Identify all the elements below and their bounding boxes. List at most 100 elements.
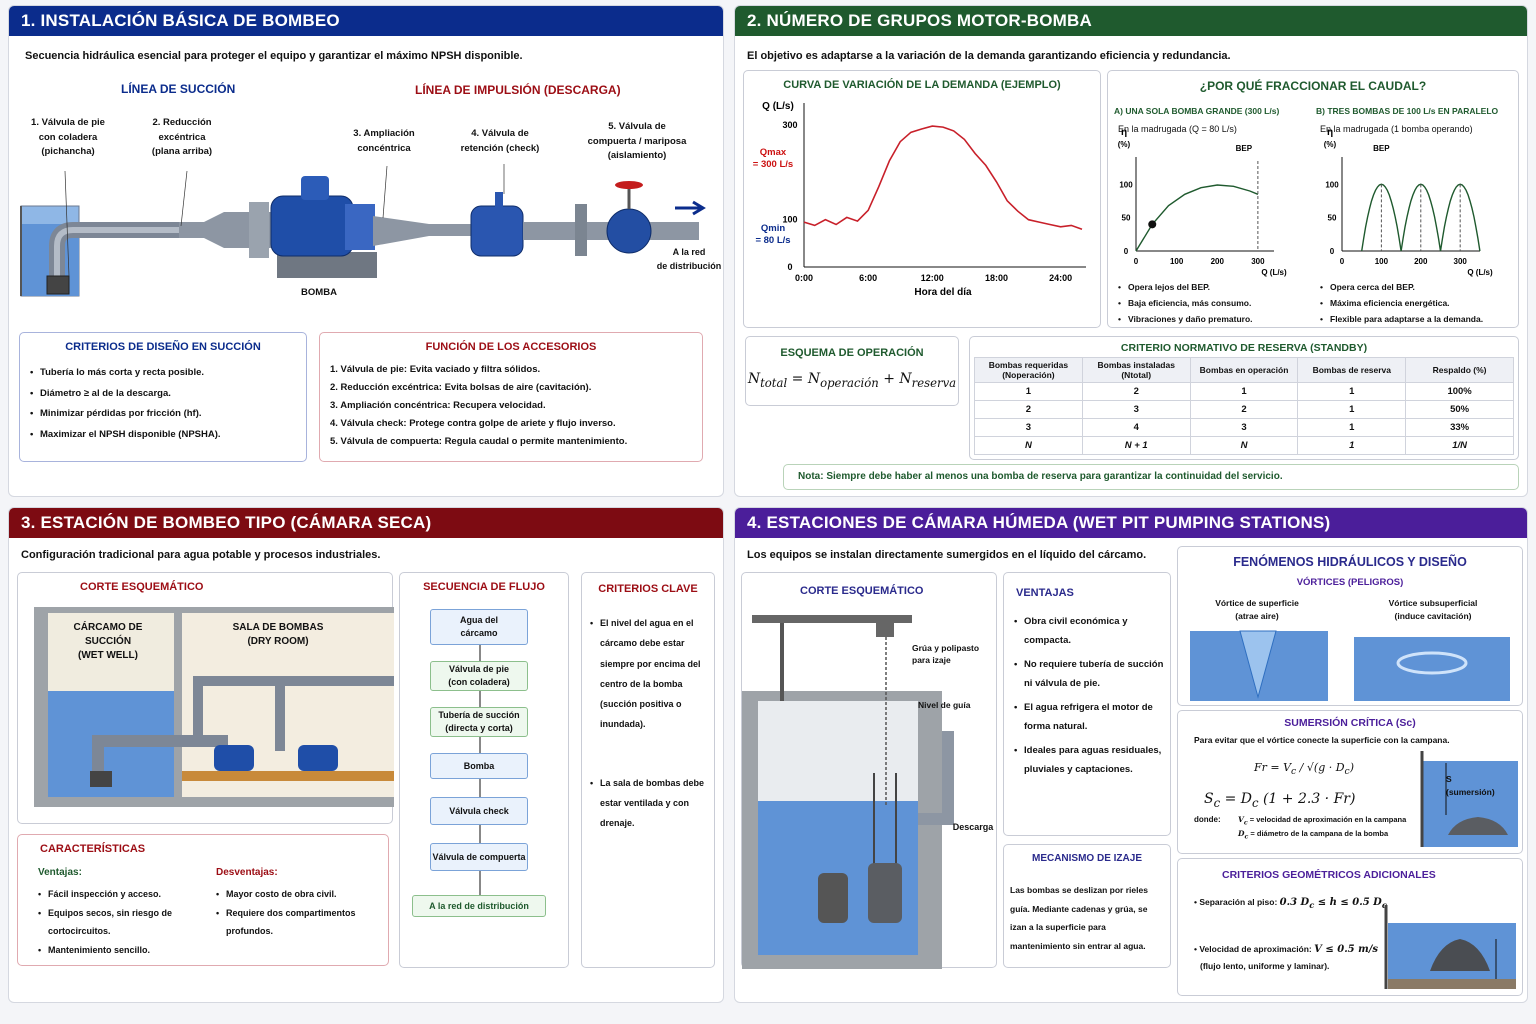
option-b-bullets: Opera cerca del BEP. Máxima eficiencia e… — [1320, 279, 1483, 327]
y-axis-label: η — [1327, 127, 1333, 138]
critical-submersion-title: SUMERSIÓN CRÍTICA (Sc) — [1284, 717, 1416, 729]
option-b-title: B) TRES BOMBAS DE 100 L/s EN PARALELO — [1316, 106, 1499, 116]
accessories-title: FUNCIÓN DE LOS ACCESORIOS — [425, 341, 597, 353]
section-1-title: 1. INSTALACIÓN BÁSICA DE BOMBEO — [9, 6, 723, 36]
table-header: Bombas requeridas (Noperación) — [974, 357, 1083, 383]
phenomena-title: FENÓMENOS HIDRÁULICOS Y DISEÑO — [1233, 555, 1467, 569]
wet-advantages-box: VENTAJAS Obra civil económica y compacta… — [1003, 572, 1171, 836]
x-tick-label: 300 — [1454, 257, 1468, 266]
part-1-label: 1. Válvula de pie con coladera (pichanch… — [31, 117, 105, 158]
why-split-box: ¿POR QUÉ FRACCIONAR EL CAUDAL? A) UNA SO… — [1107, 70, 1519, 328]
demand-curve-title: CURVA DE VARIACIÓN DE LA DEMANDA (EJEMPL… — [783, 79, 1061, 91]
suction-criteria-box: CRITERIOS DE DISEÑO EN SUCCIÓN Tubería l… — [19, 332, 307, 462]
qmax-label: Qmax = 300 L/s — [752, 147, 794, 171]
pump-label: BOMBA — [301, 287, 337, 298]
x-tick-label: 18:00 — [985, 273, 1008, 283]
qmin-label: Qmin = 80 L/s — [755, 223, 791, 247]
standby-table: Bombas requeridas (Noperación) Bombas in… — [974, 357, 1514, 455]
critical-submersion-box: SUMERSIÓN CRÍTICA (Sc) Para evitar que e… — [1177, 710, 1523, 854]
floor-clearance: • Separación al piso: 0.3 Dc ≤ h ≤ 0.5 D… — [1194, 897, 1387, 910]
x-tick-label: 24:00 — [1049, 273, 1072, 283]
list-item: El nivel del agua en el cárcamo debe est… — [590, 613, 708, 735]
lift-mechanism-box: MECANISMO DE IZAJE Las bombas se desliza… — [1003, 844, 1171, 968]
list-item: Requiere dos compartimentos profundos. — [216, 904, 376, 941]
bep-label: BEP — [1373, 144, 1390, 153]
list-item: Maximizar el NPSH disponible (NPSHA). — [30, 425, 221, 446]
pump-bell — [1448, 817, 1508, 835]
dry-pump-1 — [214, 745, 254, 771]
network-label: A la red de distribución — [656, 247, 722, 271]
option-a-sub: En la madrugada (Q = 80 L/s) — [1118, 124, 1237, 134]
list-item: Máxima eficiencia energética. — [1320, 295, 1483, 311]
flow-step-1: Agua del cárcamo — [430, 609, 528, 645]
operation-scheme-title: ESQUEMA DE OPERACIÓN — [780, 347, 924, 359]
option-a-title: A) UNA SOLA BOMBA GRANDE (300 L/s) — [1114, 106, 1280, 116]
section-1-panel: 1. INSTALACIÓN BÁSICA DE BOMBEO Secuenci… — [8, 5, 724, 497]
characteristics-box: CARACTERÍSTICAS Ventajas: Desventajas: F… — [17, 834, 389, 966]
table-cell: 1 — [1297, 382, 1407, 401]
y-tick-label: 100 — [782, 215, 797, 225]
list-item: 5. Válvula de compuerta: Regula caudal o… — [330, 436, 628, 447]
x-tick-label: 0:00 — [795, 273, 813, 283]
wet-advantages-list: Obra civil económica y compacta. No requ… — [1014, 613, 1164, 779]
submersion-formula: Sc = Dc (1 + 2.3 · Fr) — [1204, 791, 1356, 810]
wet-advantages-title: VENTAJAS — [1016, 587, 1074, 599]
submersion-label: S (sumersión) — [1446, 774, 1495, 798]
y-tick-label: 50 — [1122, 214, 1131, 223]
where-vc: Vc = velocidad de aproximación en la cam… — [1238, 815, 1407, 827]
table-header: Respaldo (%) — [1405, 357, 1514, 383]
list-item: El agua refrigera el motor de forma natu… — [1014, 699, 1164, 736]
flow-step-2: Válvula de pie (con coladera) — [430, 661, 528, 691]
standby-table-title: CRITERIO NORMATIVO DE RESERVA (STANDBY) — [1120, 342, 1368, 354]
pump-body — [270, 195, 354, 257]
efficiency-curve — [1361, 183, 1402, 252]
key-criteria-title: CRITERIOS CLAVE — [598, 583, 698, 595]
dry-pit-diagram — [34, 607, 394, 807]
x-tick-label: 0 — [1134, 257, 1139, 266]
guide-label: Nivel de guía — [918, 700, 971, 710]
flow-step-6: Válvula de compuerta — [430, 843, 528, 871]
advantages-title: Ventajas: — [38, 867, 82, 878]
x-tick-label: 0 — [1340, 257, 1345, 266]
y-axis-label: η — [1121, 127, 1127, 138]
foot-valve — [46, 275, 70, 295]
operation-formula: Ntotal = Noperación + Nreserva — [747, 371, 957, 390]
flow-step-5: Válvula check — [430, 797, 528, 825]
part-3-label: 3. Ampliación concéntrica — [353, 128, 415, 154]
list-item: Mantenimiento sencillo. — [38, 941, 200, 960]
table-header: Bombas instaladas (Ntotal) — [1081, 357, 1191, 383]
discharge-label: Descarga — [952, 822, 994, 832]
lift-mechanism-text: Las bombas se deslizan por rieles guía. … — [1010, 885, 1148, 951]
list-item: La sala de bombas debe estar ventilada y… — [590, 773, 708, 834]
list-item: Flexible para adaptarse a la demanda. — [1320, 311, 1483, 327]
y-tick-label: 100 — [1325, 180, 1339, 189]
section-3-panel: 3. ESTACIÓN DE BOMBEO TIPO (CÁMARA SECA)… — [8, 507, 724, 1003]
y-tick-label: 100 — [1119, 180, 1133, 189]
section-1-subtitle: Secuencia hidráulica esencial para prote… — [25, 50, 523, 62]
efficiency-curve — [1135, 184, 1259, 252]
list-item: 1. Válvula de pie: Evita vaciado y filtr… — [330, 364, 541, 375]
table-header-row: Bombas requeridas (Noperación) Bombas in… — [974, 357, 1514, 383]
froude-formula: Fr = Vc / √(g · Dc) — [1254, 761, 1354, 778]
characteristics-title: CARACTERÍSTICAS — [40, 843, 146, 855]
list-item: 3. Ampliación concéntrica: Recupera velo… — [330, 400, 546, 411]
table-cell: 3 — [1189, 418, 1299, 437]
list-item: Equipos secos, sin riesgo de cortocircui… — [38, 904, 200, 941]
flow-arrows — [479, 645, 481, 895]
why-split-title: ¿POR QUÉ FRACCIONAR EL CAUDAL? — [1199, 79, 1427, 93]
floor-clearance-label: Separación al piso: — [1199, 897, 1278, 907]
x-tick-label: 100 — [1170, 257, 1184, 266]
list-item: Diámetro ≥ al de la descarga. — [30, 384, 221, 405]
section-4-subtitle: Los equipos se instalan directamente sum… — [747, 549, 1147, 561]
surface-vortex-icon — [1239, 630, 1277, 699]
x-tick-label: 300 — [1251, 257, 1265, 266]
pump-bell-2 — [1430, 939, 1490, 971]
table-cell: N — [974, 436, 1083, 455]
phenomena-box: FENÓMENOS HIDRÁULICOS Y DISEÑO VÓRTICES … — [1177, 546, 1523, 706]
x-axis-label: Q (L/s) — [1261, 268, 1287, 277]
table-cell: 33% — [1405, 418, 1514, 437]
part-5-label: 5. Válvula de compuerta / mariposa (aisl… — [587, 121, 687, 162]
